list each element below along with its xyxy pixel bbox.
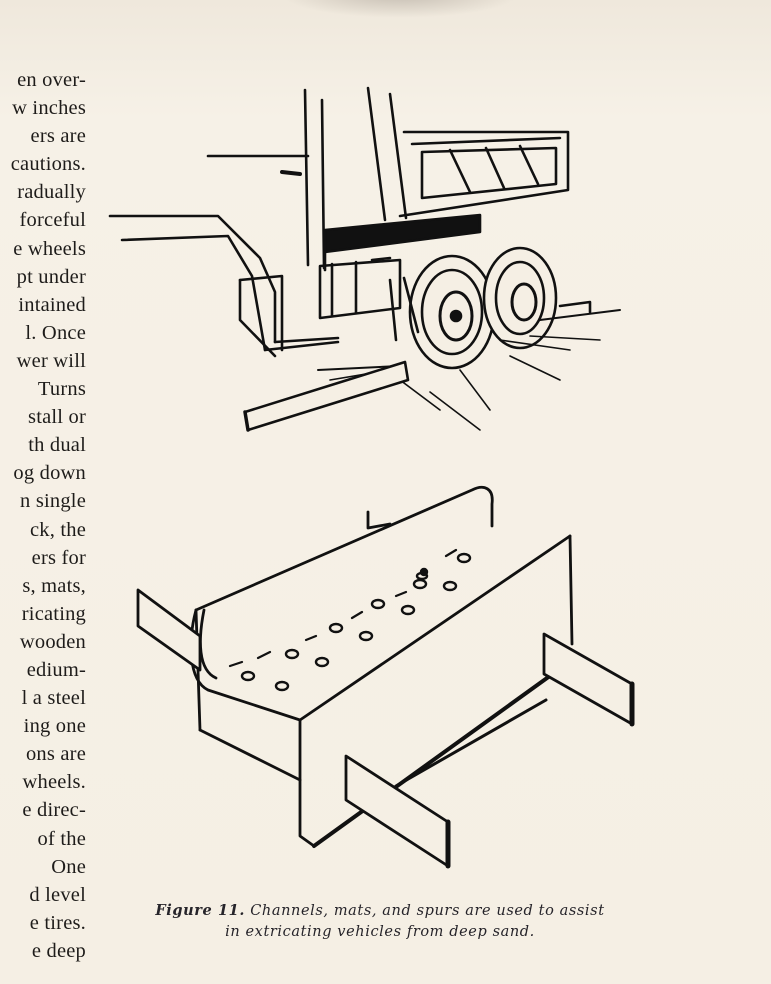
text-line: l. Once (25, 321, 86, 344)
text-line: e tires. (29, 911, 86, 934)
text-line: ers are (30, 125, 86, 148)
text-line: d level (29, 883, 86, 906)
text-line: og down (13, 462, 86, 485)
text-line: ers for (31, 546, 86, 569)
text-line: of the (37, 827, 86, 850)
text-line: wer will (16, 349, 86, 372)
text-line: forceful (19, 209, 86, 232)
caption-line-1: Figure 11. Channels, mats, and spurs are… (100, 900, 660, 922)
text-line: ricating (21, 602, 86, 625)
text-line: w inches (12, 97, 86, 120)
text-line: wooden (19, 630, 86, 653)
dump-truck-drawing (108, 86, 621, 432)
caption-text-1: Channels, mats, and spurs are used to as… (250, 903, 605, 919)
figure-11-illustration (108, 86, 635, 869)
figure-label: Figure 11. (155, 902, 245, 919)
text-line: th dual (28, 434, 86, 457)
channel-and-spurs-drawing (136, 486, 635, 869)
text-line: cautions. (10, 153, 86, 176)
figure-caption: Figure 11. Channels, mats, and spurs are… (100, 900, 660, 943)
caption-line-2: in extricating vehicles from deep sand. (225, 924, 535, 940)
text-line: Turns (37, 378, 86, 401)
text-line: e wheels (13, 237, 86, 260)
text-line: ing one (23, 715, 86, 738)
text-line: pt under (16, 265, 86, 288)
page-shadow (280, 0, 520, 18)
text-line: n single (20, 490, 86, 513)
text-line: en over- (17, 69, 86, 91)
text-line: ck, the (29, 518, 86, 541)
text-line: e deep (31, 939, 86, 962)
text-line: intained (18, 293, 86, 316)
left-text-column: en over-w inches ers are cautions. radually… (0, 66, 90, 965)
text-line: s, mats, (22, 574, 86, 597)
text-line: wheels. (22, 771, 86, 794)
text-line: edium- (26, 658, 86, 681)
text-line: ons are (25, 743, 86, 766)
text-line: radually (17, 181, 86, 204)
text-line: e direc- (22, 799, 86, 822)
text-line: One (51, 855, 86, 878)
text-line: l a steel (21, 687, 86, 710)
text-line: stall or (28, 406, 86, 429)
